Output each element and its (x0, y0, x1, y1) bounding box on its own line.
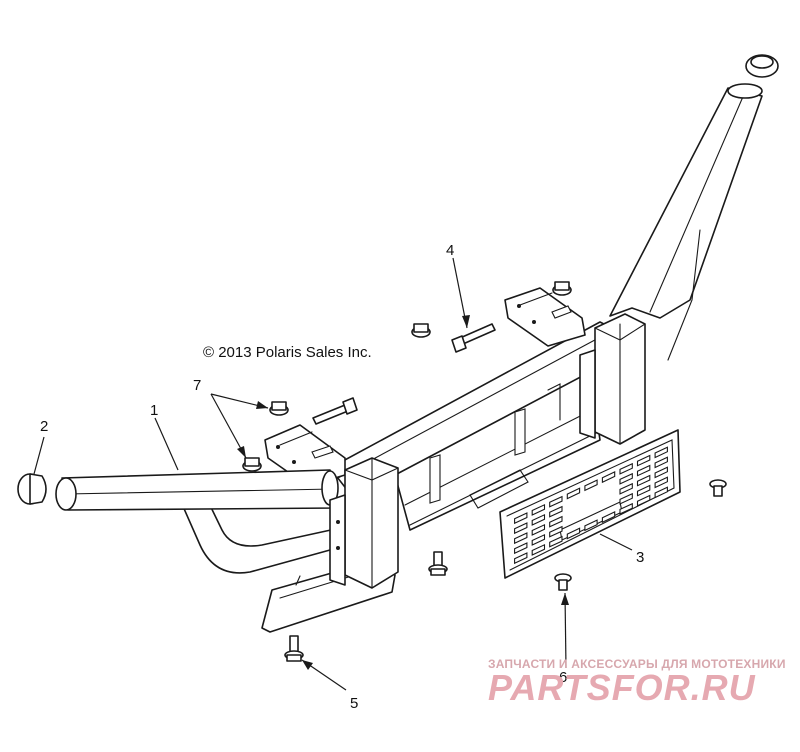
flange-nut-lower (242, 457, 262, 472)
callout-5: 5 (350, 695, 358, 712)
copyright-text: © 2013 Polaris Sales Inc. (203, 344, 372, 361)
grille-slot (531, 513, 546, 526)
grille-slot (549, 505, 563, 518)
grille-slot (514, 532, 528, 545)
grille-slot (531, 533, 546, 546)
bumper-left-tube (55, 469, 339, 511)
grille-slot (566, 527, 581, 540)
grille-slot (514, 542, 528, 555)
watermark-tagline: ЗАПЧАСТИ И АКСЕССУАРЫ ДЛЯ МОТОТЕХНИКИ (488, 657, 786, 671)
grille-slot (636, 474, 651, 487)
flange-nut-upper (269, 401, 289, 416)
callout-7: 7 (193, 377, 201, 394)
grille-slot (601, 471, 616, 484)
callout-6: 6 (559, 669, 567, 686)
grille-slot (549, 515, 563, 528)
grille-slot (566, 487, 581, 500)
flange-nut-right (552, 281, 572, 296)
grille-slot (619, 482, 633, 495)
callout-1: 1 (150, 402, 158, 419)
grille-slot (654, 486, 668, 499)
grille-slot (549, 525, 563, 538)
grille-slot (584, 479, 598, 492)
end-plug-left (17, 473, 47, 505)
grille-slot (549, 535, 563, 548)
flange-nut-mid (411, 323, 431, 338)
grille-slot (531, 523, 546, 536)
bumper-left-end-cap (329, 457, 399, 589)
callout-4: 4 (446, 242, 454, 259)
grille-slot (514, 512, 528, 525)
callout-2: 2 (40, 418, 48, 435)
grille-slot (636, 484, 651, 497)
bolt-under-crossbar (428, 551, 448, 576)
grille-screw-lower (554, 573, 572, 591)
grille-slot (619, 492, 633, 505)
grille-slot (654, 456, 668, 469)
long-bolt-left (312, 397, 358, 425)
grille-slot (531, 543, 546, 556)
grille-slot (531, 503, 546, 516)
grille-slot (619, 472, 633, 485)
grille-slot (619, 462, 633, 475)
grille-slot (514, 552, 528, 565)
grille-slot (654, 476, 668, 489)
grille-slot-pattern (514, 446, 668, 565)
grille-slot (636, 464, 651, 477)
bolt-lower-left (284, 635, 304, 662)
grille-slot (584, 519, 598, 532)
bumper-right-end-cap (579, 313, 646, 445)
grille-screw-right (709, 479, 727, 497)
grille-slot (514, 522, 528, 535)
bumper-right-tube (609, 83, 763, 361)
end-plug-top (745, 54, 779, 78)
leader-lines (33, 257, 633, 691)
callout-3: 3 (636, 549, 644, 566)
grille-slot (601, 511, 616, 524)
grille-slot (619, 502, 633, 515)
grille-slot (549, 495, 563, 508)
grille-slot (654, 446, 668, 459)
long-bolt (451, 323, 496, 353)
right-mount-bracket (504, 287, 586, 347)
grille-slot (636, 494, 651, 507)
grille-slot (636, 454, 651, 467)
grille-slot (654, 466, 668, 479)
watermark-brand: PARTSFOR.RU (488, 667, 756, 708)
